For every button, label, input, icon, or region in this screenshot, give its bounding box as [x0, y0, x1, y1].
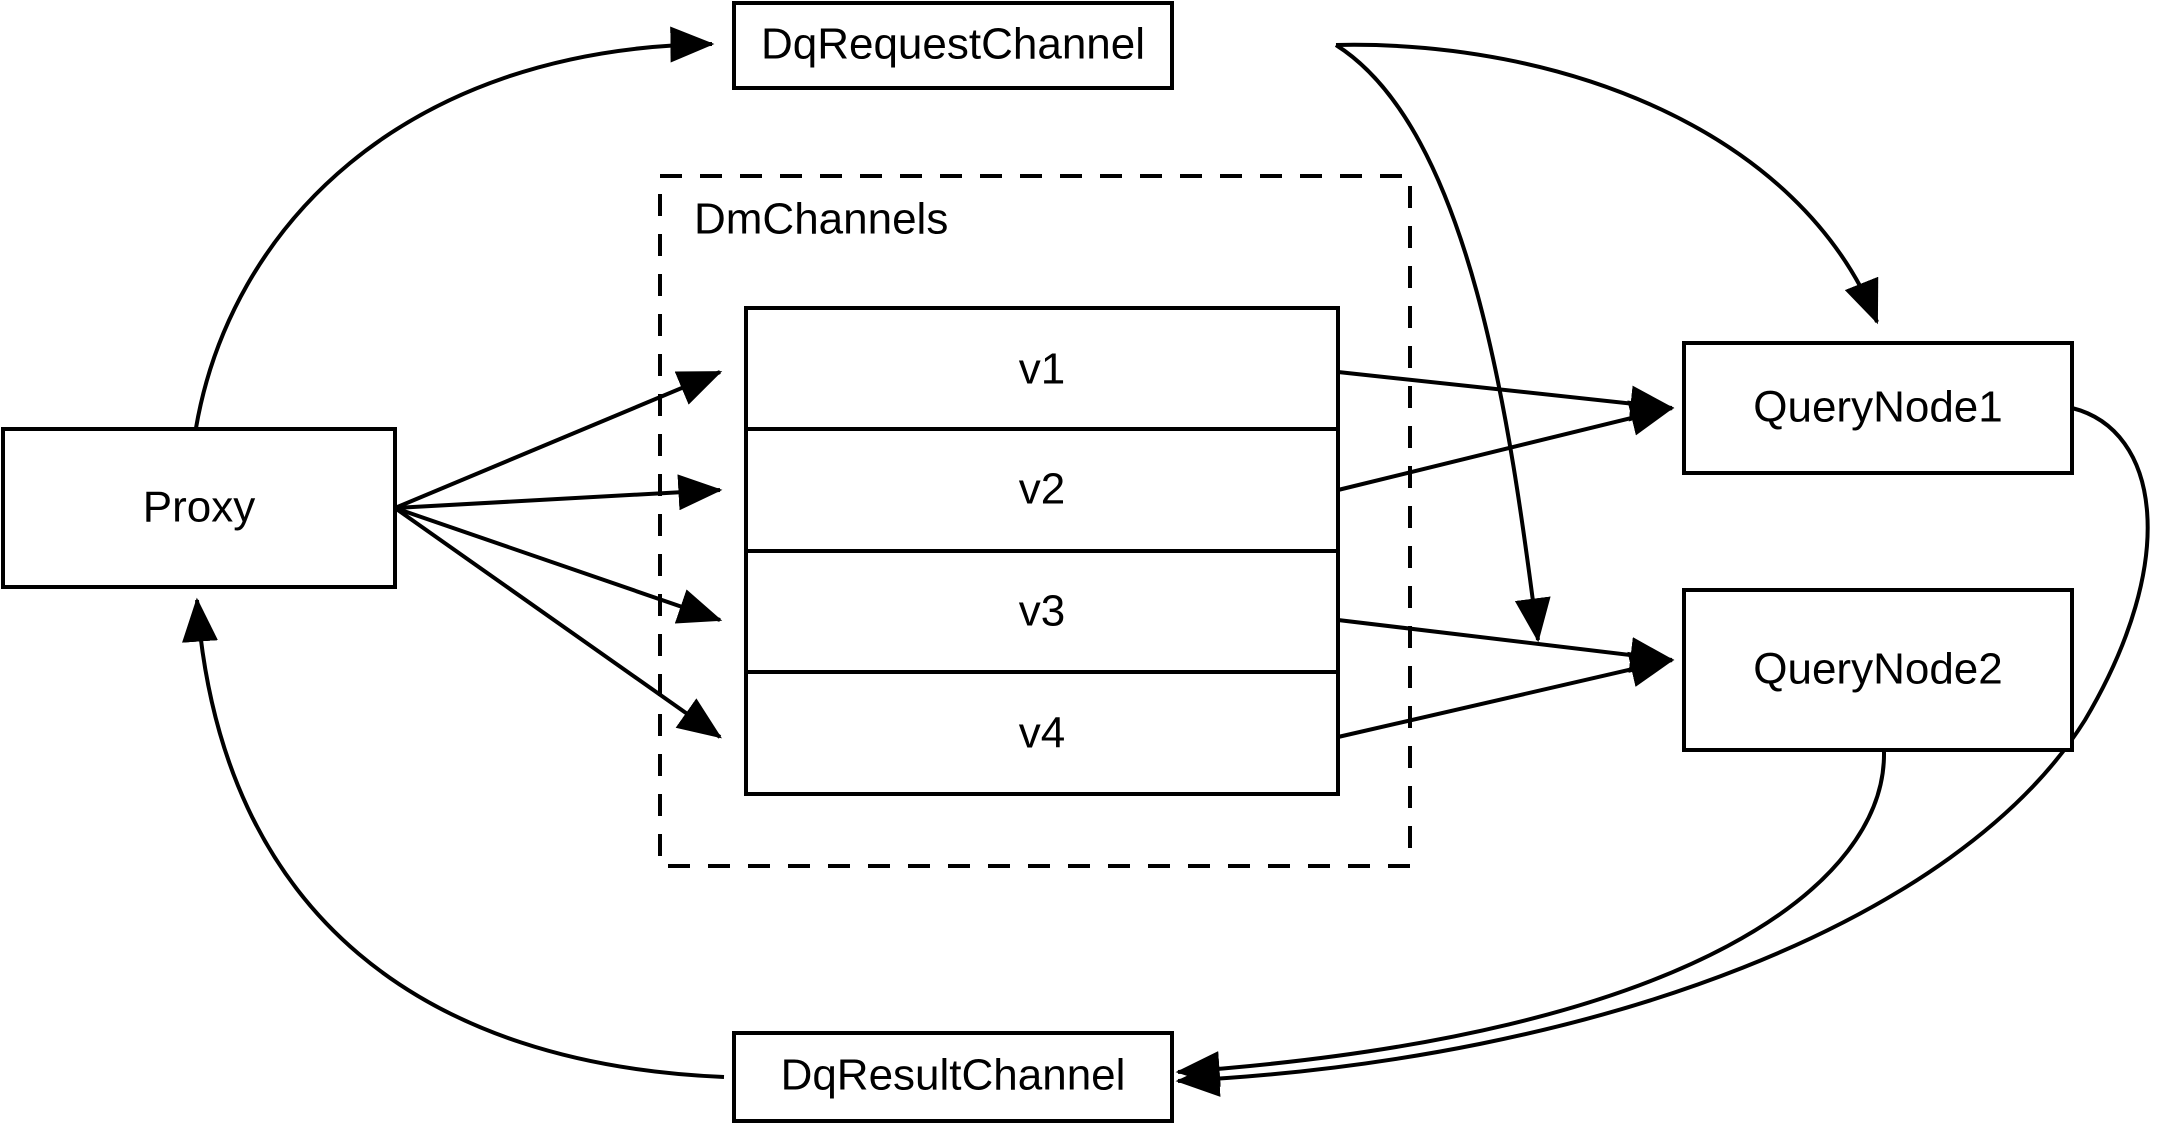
- proxy-box[interactable]: [1, 427, 397, 589]
- v-channel-stack: v1 v2 v3 v4: [744, 306, 1340, 796]
- edge-dqresultchannel-to-proxy: [182, 597, 725, 1079]
- edge-proxy-to-dqrequestchannel: [194, 26, 715, 429]
- node-query-node-1[interactable]: QueryNode1: [1682, 341, 2074, 475]
- dm-channels-border: [658, 174, 1412, 868]
- dq-result-channel-box[interactable]: [732, 1031, 1174, 1123]
- proxy-label: Proxy: [143, 483, 255, 532]
- node-dq-result-channel[interactable]: DqResultChannel: [732, 1031, 1174, 1123]
- dm-channels-label: DmChannels: [694, 195, 948, 244]
- edge-v1-to-querynode1: [1337, 370, 1675, 422]
- node-proxy[interactable]: Proxy: [1, 427, 397, 589]
- edge-v3-to-querynode2: [1337, 618, 1675, 673]
- query-node-2-box[interactable]: [1682, 588, 2074, 752]
- v-channel-label-v2: v2: [1019, 465, 1065, 514]
- edge-proxy-to-v4: [393, 506, 722, 739]
- edge-querynode1-to-dqresultchannel: [1175, 406, 2150, 1097]
- edge-proxy-to-v1: [394, 370, 723, 510]
- dq-request-channel-label: DqRequestChannel: [761, 20, 1145, 69]
- edge-querynode2-to-dqresultchannel: [1175, 751, 1887, 1088]
- node-query-node-2[interactable]: QueryNode2: [1682, 588, 2074, 752]
- v-channel-label-v3: v3: [1019, 587, 1065, 636]
- edge-v2-to-querynode1: [1337, 400, 1675, 492]
- edge-proxy-to-v2: [394, 474, 723, 511]
- edge-proxy-to-v3: [394, 506, 723, 624]
- v-channel-label-v1: v1: [1019, 345, 1065, 394]
- edge-v4-to-querynode2: [1337, 651, 1675, 739]
- query-node-1-label: QueryNode1: [1753, 383, 2002, 432]
- edge-dqrequestchannel-to-querynode2: [1334, 43, 1551, 643]
- edge-dqrequestchannel-to-querynode1: [1335, 42, 1879, 325]
- node-dq-request-channel[interactable]: DqRequestChannel: [732, 1, 1174, 90]
- query-node-2-label: QueryNode2: [1753, 645, 2002, 694]
- dm-channels-group: DmChannels: [658, 174, 1412, 868]
- v-channel-label-v4: v4: [1019, 709, 1065, 758]
- query-node-1-box[interactable]: [1682, 341, 2074, 475]
- dq-request-channel-box[interactable]: [732, 1, 1174, 90]
- dq-result-channel-label: DqResultChannel: [781, 1051, 1126, 1100]
